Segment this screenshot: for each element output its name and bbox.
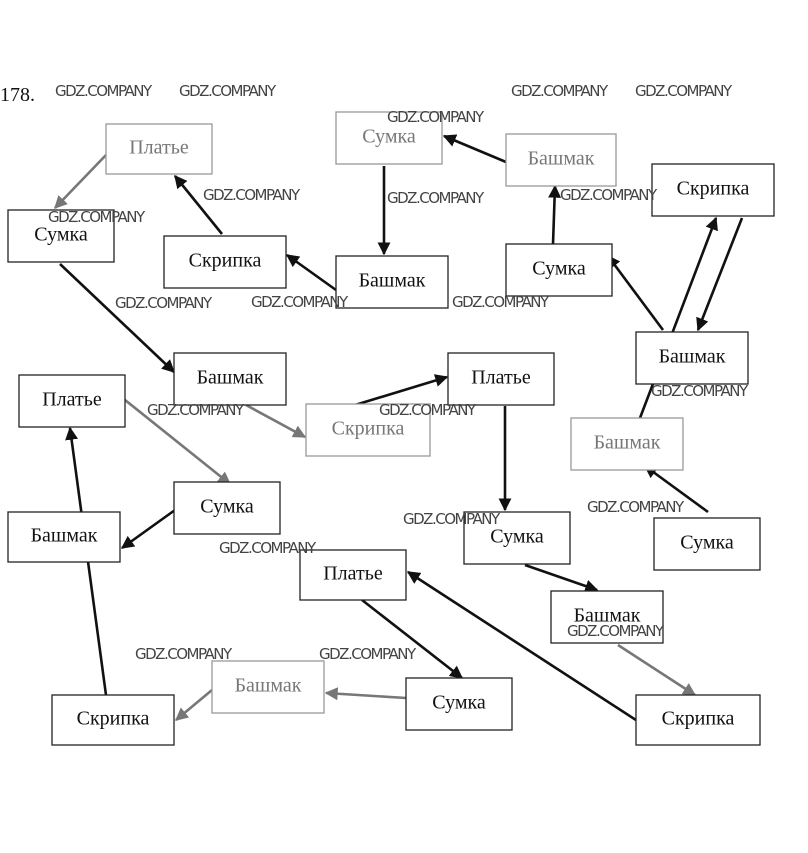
watermark: GDZ.COMPANY: [560, 186, 658, 204]
watermark: GDZ.COMPANY: [147, 401, 245, 419]
arrow: [696, 217, 744, 332]
arrow: [173, 174, 224, 235]
watermark: GDZ.COMPANY: [567, 622, 665, 640]
watermark: GDZ.COMPANY: [379, 401, 477, 419]
arrow: [245, 403, 307, 439]
arrow: [285, 253, 337, 292]
node-label: Сумка: [490, 526, 544, 548]
watermark: GDZ.COMPANY: [55, 82, 153, 100]
watermark: GDZ.COMPANY: [651, 382, 749, 400]
node-label: Скрипка: [662, 708, 735, 730]
node-label: Скрипка: [189, 250, 262, 272]
node-box: Скрипка: [305, 403, 431, 457]
node-label: Сумка: [34, 224, 88, 246]
watermark: GDZ.COMPANY: [219, 539, 317, 557]
watermark: GDZ.COMPANY: [251, 293, 349, 311]
node-label: Башмак: [197, 367, 264, 389]
arrow: [442, 134, 507, 164]
node-label: Платье: [129, 137, 189, 159]
node-box: Сумка: [335, 111, 443, 165]
node-label: Сумка: [532, 258, 586, 280]
node-box: Башмак: [173, 352, 287, 406]
node-box: Сумка: [463, 511, 571, 565]
watermark: GDZ.COMPANY: [387, 189, 485, 207]
node-box: Платье: [447, 352, 555, 406]
node-label: Сумка: [680, 532, 734, 554]
watermark: GDZ.COMPANY: [387, 108, 485, 126]
arrow: [324, 687, 407, 701]
node-label: Платье: [42, 389, 102, 411]
node-box: Скрипка: [51, 694, 175, 746]
node-label: Башмак: [528, 148, 595, 170]
node-box: Скрипка: [651, 163, 775, 217]
node-label: Скрипка: [677, 178, 750, 200]
arrow: [638, 216, 718, 419]
node-label: Скрипка: [332, 418, 405, 440]
node-box: Сумка: [405, 677, 513, 731]
arrow: [59, 263, 175, 373]
arrow: [617, 643, 697, 697]
node-box: Башмак: [211, 660, 325, 714]
watermark: GDZ.COMPANY: [179, 82, 277, 100]
node-box: Скрипка: [635, 694, 761, 746]
node-box: Сумка: [653, 517, 761, 571]
watermark: GDZ.COMPANY: [452, 293, 550, 311]
node-box: Башмак: [7, 511, 121, 563]
node-box: Сумка: [173, 481, 281, 535]
watermark: GDZ.COMPANY: [319, 645, 417, 663]
watermark: GDZ.COMPANY: [48, 208, 146, 226]
node-label: Сумка: [432, 692, 486, 714]
arrow: [548, 184, 562, 245]
watermark: GDZ.COMPANY: [203, 186, 301, 204]
node-box: Башмак: [550, 590, 664, 644]
node-box: Платье: [105, 123, 213, 175]
watermark: GDZ.COMPANY: [115, 294, 213, 312]
watermark: GDZ.COMPANY: [403, 510, 501, 528]
node-label: Скрипка: [77, 708, 150, 730]
node-label: Башмак: [359, 270, 426, 292]
arrow: [606, 254, 665, 331]
watermark: GDZ.COMPANY: [587, 498, 685, 516]
node-box: Платье: [18, 374, 126, 428]
watermark: GDZ.COMPANY: [135, 645, 233, 663]
node-box: Платье: [299, 549, 407, 601]
node-label: Башмак: [594, 432, 661, 454]
node-label: Башмак: [574, 605, 641, 627]
node-label: Башмак: [659, 346, 726, 368]
node-box: Башмак: [635, 331, 749, 385]
node-label: Башмак: [235, 675, 302, 697]
arrow: [120, 508, 176, 550]
arrow: [643, 464, 709, 514]
arrow: [124, 398, 232, 486]
node-label: Платье: [471, 367, 531, 389]
node-label: Башмак: [31, 525, 98, 547]
node-label: Сумка: [362, 126, 416, 148]
node-box: Сумка: [505, 243, 613, 297]
node-label: Сумка: [200, 496, 254, 518]
problem-number: 178.: [0, 84, 35, 106]
node-box: Башмак: [505, 133, 617, 187]
node-box: Скрипка: [163, 235, 287, 289]
arrow: [354, 374, 449, 407]
arrow: [54, 154, 107, 209]
arrow: [175, 689, 213, 721]
node-box: Сумка: [7, 209, 115, 263]
watermark: GDZ.COMPANY: [511, 82, 609, 100]
node-box: Башмак: [570, 417, 684, 471]
arrow: [361, 598, 464, 680]
arrow: [524, 563, 599, 593]
node-label: Платье: [323, 563, 383, 585]
watermark: GDZ.COMPANY: [635, 82, 733, 100]
arrow: [406, 570, 637, 722]
node-box: Башмак: [335, 255, 449, 309]
